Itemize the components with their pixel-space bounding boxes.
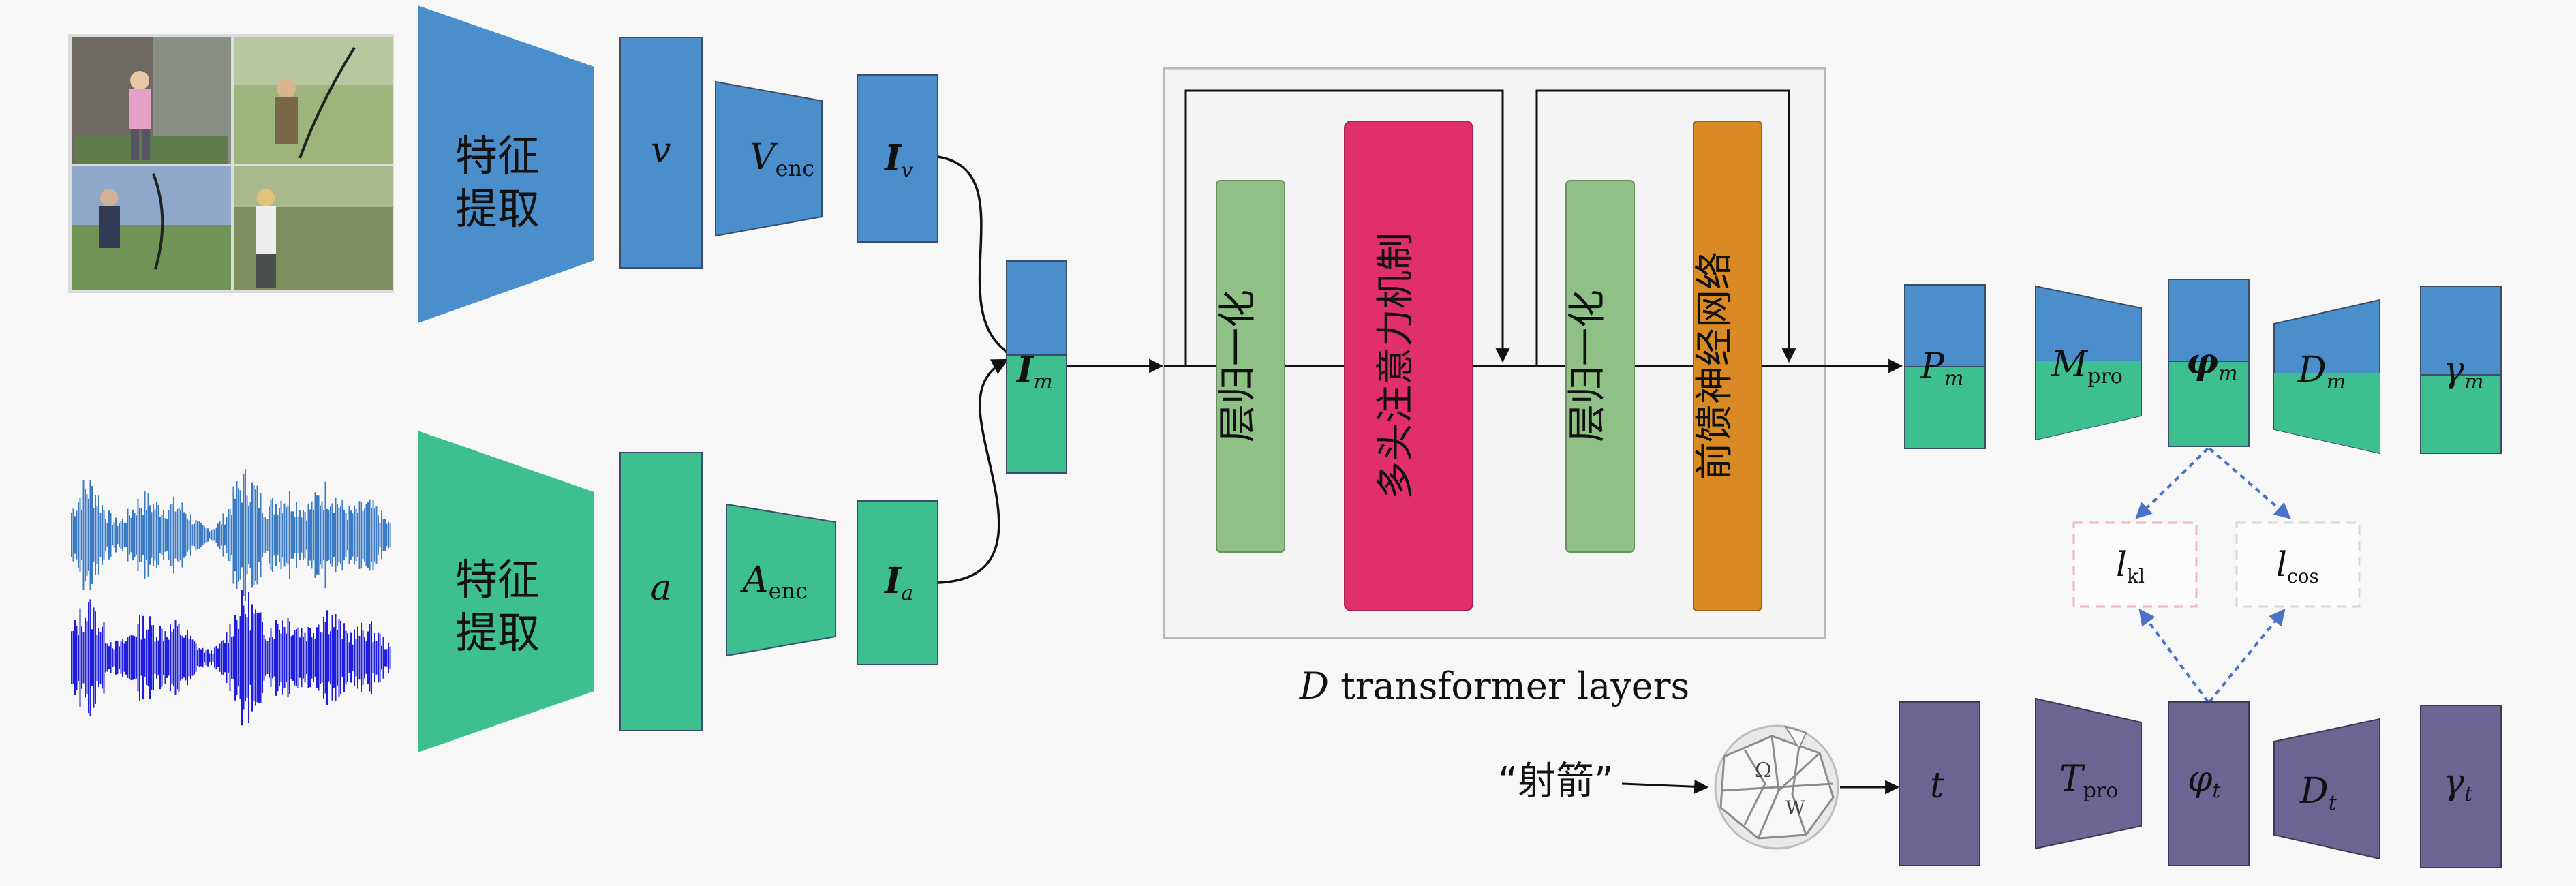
audio-encoder-label: Aenc: [740, 560, 808, 604]
audio-encoder: [726, 503, 836, 657]
m-proj-block-green: [2036, 361, 2141, 440]
attention-label: 多头注意力机制: [1374, 232, 1418, 500]
gamma-t-block: [2420, 705, 2502, 868]
video-frames-image: [68, 34, 394, 293]
query-arrow: [1621, 779, 1709, 794]
layer-norm-2-label: 层归一化: [1565, 290, 1610, 442]
m-proj-label: Mpro: [2051, 344, 2123, 388]
kl-loss-box: [2072, 521, 2198, 608]
phi-t-to-kl-arrow: [2138, 609, 2209, 703]
gamma-m-label: γm: [2443, 350, 2484, 394]
loss-arrows: [2135, 447, 2291, 703]
p-block-top: [1904, 284, 1986, 367]
svg-text:Ω: Ω: [1755, 759, 1772, 782]
t-proj-block: [2035, 697, 2142, 850]
d-m-block-green: [2274, 373, 2380, 453]
waveform-light: [71, 469, 391, 601]
video-extractor-label: 特征提取: [455, 131, 540, 234]
video-feature-extractor: [418, 5, 594, 323]
video-feature-block: [619, 37, 703, 269]
ffn-block: [1693, 121, 1762, 611]
p-label: Pm: [1920, 346, 1963, 391]
wikipedia-globe-icon: Ω W: [1714, 724, 1839, 850]
fusion-block-bottom: [1006, 354, 1067, 474]
video-to-fusion-arrow: [937, 155, 1022, 358]
phi-m-to-kl-arrow: [2135, 447, 2209, 519]
audio-waveform-image: [71, 469, 391, 726]
waveform-dark: [71, 590, 391, 726]
video-output-block: [857, 74, 938, 243]
svg-text:W: W: [1785, 797, 1805, 819]
attention-block: [1344, 121, 1473, 611]
video-encoder: [715, 80, 823, 237]
transformer-caption: D transformer layers: [1299, 664, 1690, 707]
d-t-label: Dt: [2299, 771, 2337, 815]
ffn-label: 前馈神经网络: [1693, 251, 1737, 480]
phi-m-label: φm: [2186, 341, 2238, 386]
fusion-label: Im: [1015, 349, 1053, 394]
audio-extractor-label: 特征提取: [455, 555, 540, 658]
residual-arrow-2: [1535, 89, 1796, 366]
query-text: “射箭”: [1498, 759, 1614, 804]
layer-norm-2-block: [1565, 180, 1635, 553]
audio-feature-extractor: [418, 431, 594, 752]
phi-t-to-cos-arrow: [2208, 609, 2286, 703]
cos-loss-box: [2235, 521, 2361, 608]
t-proj-label: Tpro: [2059, 759, 2118, 803]
phi-t-label: φt: [2188, 759, 2221, 803]
phi-t-block: [2168, 701, 2250, 866]
layer-norm-1-label: 层归一化: [1216, 290, 1260, 442]
layer-norm-1-block: [1216, 180, 1285, 553]
cos-loss-label: lcos: [2276, 545, 2319, 587]
video-encoder-label: Venc: [750, 137, 814, 181]
phi-m-to-cos-arrow: [2208, 447, 2291, 519]
t-block: [1899, 701, 1980, 866]
audio-feature-block: [619, 452, 703, 731]
gamma-m-block-bottom: [2420, 374, 2502, 454]
kl-loss-label: lkl: [2116, 545, 2145, 587]
residual-arrow-1: [1184, 89, 1510, 366]
video-feature-label: v: [651, 130, 671, 171]
audio-feature-label: a: [650, 568, 671, 609]
phi-m-block-top: [2168, 279, 2250, 362]
gamma-t-label: γt: [2443, 762, 2473, 806]
fusion-block-top: [1006, 260, 1067, 356]
t-label: t: [1930, 765, 1944, 806]
phi-m-block-bottom: [2168, 361, 2250, 447]
p-block-bottom: [1904, 366, 1986, 449]
video-output-label: Iv: [883, 138, 913, 183]
d-m-label: Dm: [2297, 350, 2346, 394]
audio-output-label: Ia: [883, 560, 913, 605]
d-t-block: [2273, 718, 2380, 860]
gamma-m-block-top: [2420, 286, 2502, 376]
audio-to-fusion-arrow: [937, 358, 1009, 584]
